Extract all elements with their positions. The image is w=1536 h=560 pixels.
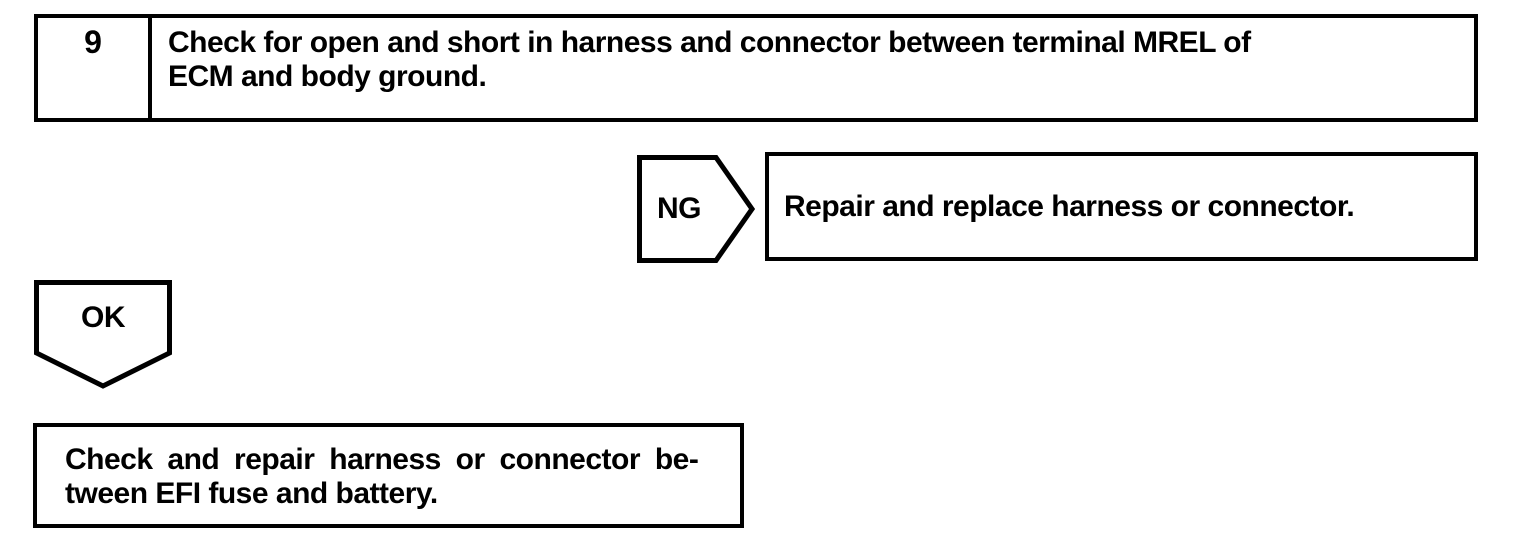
ng-pentagon-shape bbox=[637, 155, 755, 263]
step-box: 9 Check for open and short in harness an… bbox=[34, 14, 1478, 122]
ng-action-text: Repair and replace harness or connector. bbox=[784, 189, 1355, 223]
ok-label: OK bbox=[81, 301, 126, 334]
step-instruction: Check for open and short in harness and … bbox=[152, 18, 1474, 118]
ok-action-box: Check and repair harness or connector be… bbox=[33, 423, 744, 528]
ok-label-wrap: OK bbox=[34, 280, 172, 356]
ng-label-wrap: NG bbox=[637, 155, 721, 263]
ok-pentagon-shape bbox=[34, 280, 172, 389]
step-instruction-line-2: ECM and body ground. bbox=[168, 60, 487, 93]
ng-action-box: Repair and replace harness or connector. bbox=[765, 152, 1478, 261]
ng-label: NG bbox=[657, 192, 702, 225]
ok-action-line-2: tween EFI fuse and battery. bbox=[65, 477, 438, 510]
ok-action-line-1: Check and repair harness or connector be… bbox=[65, 443, 699, 476]
ng-branch-arrow: NG bbox=[637, 155, 755, 263]
ok-branch-arrow: OK bbox=[34, 280, 172, 389]
step-number: 9 bbox=[38, 18, 152, 118]
step-instruction-line-1: Check for open and short in harness and … bbox=[168, 26, 1251, 59]
